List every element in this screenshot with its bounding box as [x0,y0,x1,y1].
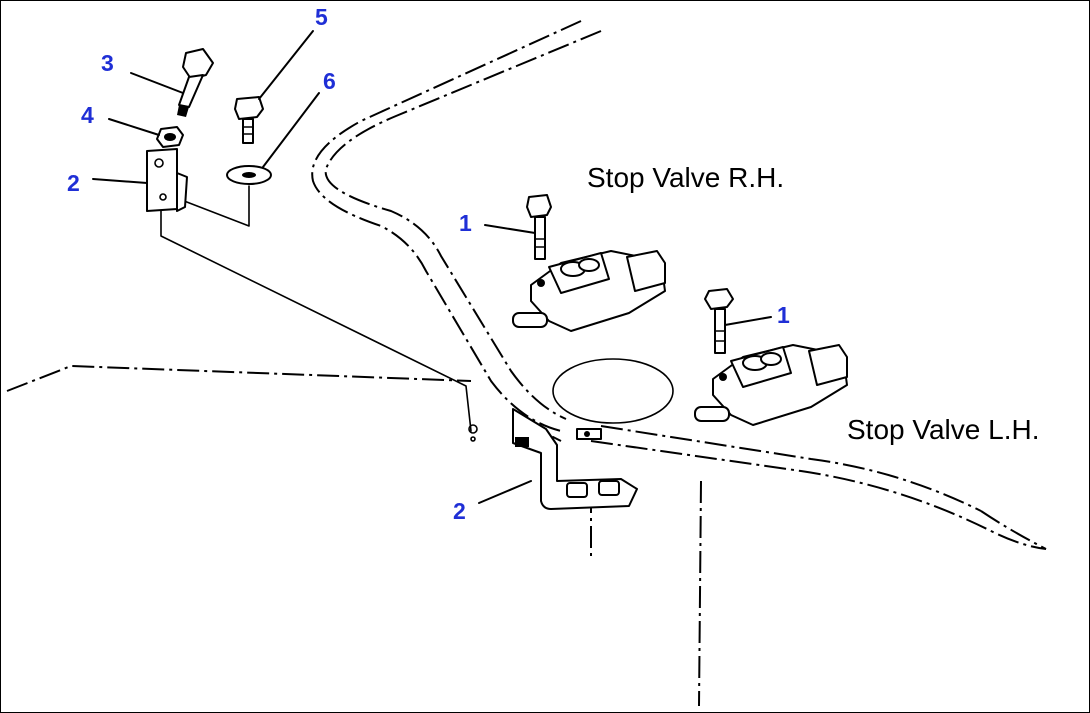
callout-2-lower: 2 [453,498,466,524]
callout-1-lh: 1 [777,302,790,328]
label-stop-valve-rh: Stop Valve R.H. [587,162,784,193]
callout-5: 5 [315,4,328,30]
part-6-washer [226,165,272,185]
stop-valve-lh [694,288,848,426]
callout-4: 4 [81,102,94,128]
part-3-bolt [177,48,214,117]
stop-valve-rh [512,194,666,332]
callout-3: 3 [101,50,114,76]
callout-numbers: 3 4 2 5 6 1 1 2 [67,4,790,524]
part-2-bracket-lower [512,408,638,510]
frame-outline [6,20,1047,707]
callout-1-rh: 1 [459,210,472,236]
part-2-bracket-upper [146,148,188,212]
frame-opening [552,358,674,424]
callout-6: 6 [323,68,336,94]
callout-leaders [92,30,772,504]
label-stop-valve-lh: Stop Valve L.H. [847,414,1039,445]
assembly-leaders [160,185,478,442]
callout-2-upper: 2 [67,170,80,196]
part-5-bolt [234,96,264,144]
part-4-nut [156,126,184,148]
